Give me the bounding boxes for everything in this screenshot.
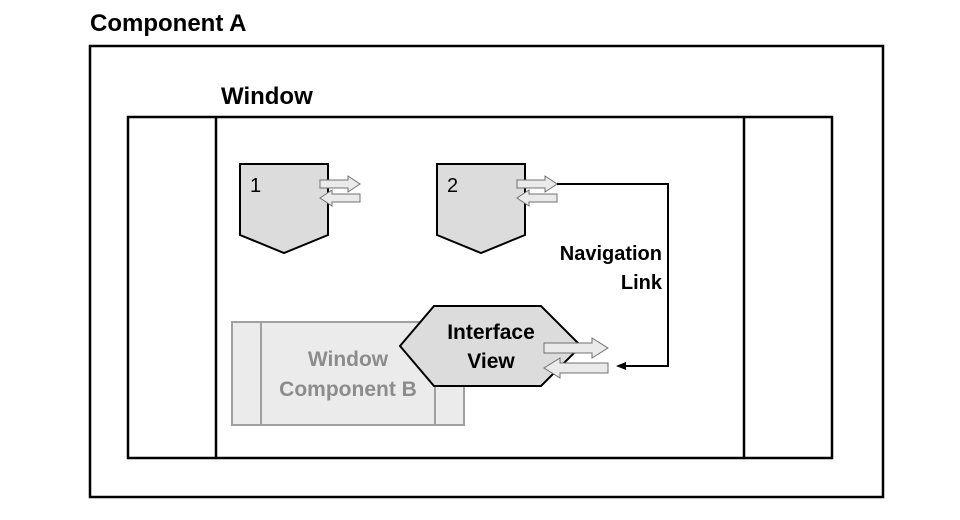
interface-view-label-line2: View	[467, 350, 515, 373]
view-2[interactable]: 2	[436, 163, 558, 255]
navigation-link-arrowhead-icon	[616, 362, 626, 370]
view-1-shape	[239, 163, 329, 255]
view-2-outbound-plug-icon	[516, 175, 558, 193]
component-a-title: Component A	[90, 10, 246, 37]
view-2-label: 2	[447, 175, 458, 197]
window-component-b-label-line2: Component B	[279, 378, 417, 401]
navigation-link-line	[557, 183, 669, 367]
interface-view-inbound-plug-icon	[543, 357, 609, 379]
view-1-label: 1	[250, 175, 261, 197]
navigation-link-label-line1: Navigation	[560, 243, 662, 265]
window-title: Window	[221, 83, 313, 110]
view-2-shape	[436, 163, 526, 255]
window-component-b-label-line1: Window	[308, 348, 389, 371]
window-border	[126, 115, 834, 460]
interface-view-outbound-plug-icon	[543, 337, 609, 359]
interface-view-label-line1: Interface	[447, 321, 535, 344]
window-component-b[interactable]: Window Component B	[231, 321, 465, 426]
interface-view[interactable]: Interface View	[398, 305, 609, 387]
window-frame	[126, 115, 834, 460]
view-1[interactable]: 1	[239, 163, 361, 255]
view-1-inbound-plug-icon	[319, 189, 361, 207]
view-1-outbound-plug-icon	[319, 175, 361, 193]
component-a-frame	[88, 44, 885, 499]
navigation-link-label-line2: Link	[621, 272, 663, 294]
navigation-link[interactable]	[557, 183, 669, 370]
view-2-inbound-plug-icon	[516, 189, 558, 207]
